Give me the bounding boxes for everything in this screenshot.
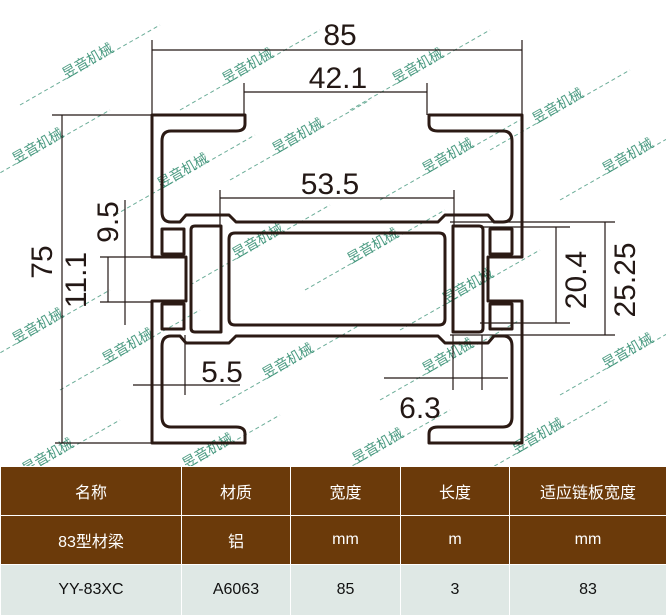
header-length: 长度 <box>401 467 510 516</box>
dim-slot-depth: 9.5 <box>92 201 125 243</box>
header-name: 名称 <box>1 467 182 516</box>
watermark-text: 昱音机械 <box>349 425 405 466</box>
watermark-text: 昱音机械 <box>419 135 475 177</box>
cell-name: 83型材梁 <box>1 516 182 565</box>
dim-slot-opening: 11.1 <box>60 252 93 308</box>
watermark-text: 昱音机械 <box>269 115 325 157</box>
watermark-text: 昱音机械 <box>419 335 475 377</box>
cell-length: 3 <box>401 565 510 616</box>
watermark-text: 昱音机械 <box>509 415 565 457</box>
dim-center-width: 53.5 <box>301 168 359 201</box>
spec-table: 名称 材质 宽度 长度 适应链板宽度 83型材梁 铝 mm m mm YY-83… <box>0 466 666 616</box>
watermark-text: 昱音机械 <box>229 220 285 262</box>
header-width: 宽度 <box>291 467 401 516</box>
dim-top-opening: 42.1 <box>309 62 367 95</box>
table-row: 83型材梁 铝 mm m mm <box>1 516 666 565</box>
dim-height: 75 <box>26 245 59 278</box>
header-chain-plate-width: 适应链板宽度 <box>510 467 666 516</box>
dim-inner-slot-height: 20.4 <box>560 251 593 309</box>
cell-alloy: A6063 <box>182 565 291 616</box>
cell-length-unit: m <box>401 516 510 565</box>
header-material: 材质 <box>182 467 291 516</box>
watermark-text: 昱音机械 <box>599 135 655 177</box>
watermark-text: 昱音机械 <box>219 45 275 87</box>
watermark-text: 昱音机械 <box>19 435 75 466</box>
watermark-text: 昱音机械 <box>179 430 235 466</box>
cell-model: YY-83XC <box>1 565 182 616</box>
watermark-text: 昱音机械 <box>344 225 400 267</box>
profile-drawing: 昱音机械昱音机械昱音机械昱音机械昱音机械昱音机械昱音机械昱音机械昱音机械昱音机械… <box>0 0 666 466</box>
cell-material: 铝 <box>182 516 291 565</box>
dim-outer-slot-height: 25.25 <box>609 242 642 317</box>
watermark-text: 昱音机械 <box>389 45 445 87</box>
table-header-row: 名称 材质 宽度 长度 适应链板宽度 <box>1 467 666 516</box>
cell-width-unit: mm <box>291 516 401 565</box>
watermark-text: 昱音机械 <box>259 340 315 382</box>
dim-side-web: 6.3 <box>399 392 441 425</box>
watermark-text: 昱音机械 <box>9 305 65 347</box>
dimension-lines <box>52 40 615 443</box>
watermark-text: 昱音机械 <box>529 85 585 127</box>
dim-web-thickness: 5.5 <box>201 356 243 389</box>
table-row: YY-83XC A6063 85 3 83 <box>1 565 666 616</box>
watermark-text: 昱音机械 <box>59 40 115 82</box>
watermark-text: 昱音机械 <box>9 125 65 167</box>
watermark-text: 昱音机械 <box>99 325 155 367</box>
dim-overall-width: 85 <box>323 19 356 52</box>
cell-chain-width: 83 <box>510 565 666 616</box>
cell-width: 85 <box>291 565 401 616</box>
cell-chain-width-unit: mm <box>510 516 666 565</box>
watermark-text: 昱音机械 <box>599 330 655 372</box>
